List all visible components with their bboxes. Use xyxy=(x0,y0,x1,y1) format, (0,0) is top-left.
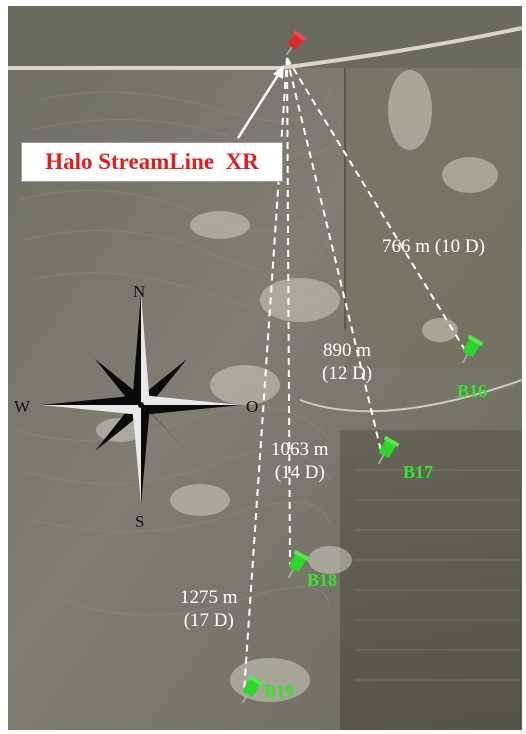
red-pushpin-icon xyxy=(285,30,307,56)
lidar-label: Halo StreamLine XR xyxy=(21,142,283,182)
distance-label-b18: 1063 m(14 D) xyxy=(271,439,329,483)
beam-b17 xyxy=(286,57,383,456)
terrain-texture xyxy=(8,6,523,730)
compass-rose-icon xyxy=(41,293,241,505)
beam-b16 xyxy=(286,57,469,356)
label-pointer-arrow xyxy=(236,65,284,139)
green-pushpin-icon xyxy=(461,335,484,364)
distance-label-b19: 1275 m(17 D) xyxy=(180,587,238,631)
turbine-label-b19: B19 xyxy=(264,681,295,701)
green-pushpin-icon xyxy=(287,550,310,579)
turbine-label-b18: B18 xyxy=(307,570,338,590)
turbine-label-b17: B17 xyxy=(403,462,434,482)
green-pushpin-icon xyxy=(377,436,400,465)
turbine-label-b16: B16 xyxy=(457,381,488,401)
beam-b19 xyxy=(243,57,288,693)
compass-east-label: O xyxy=(246,397,259,416)
compass-north-label: N xyxy=(133,282,146,301)
beam-b18 xyxy=(286,57,291,566)
beam-lines xyxy=(243,57,469,693)
distance-label-b17: 890 m(12 D) xyxy=(322,340,373,384)
compass-south-label: S xyxy=(135,512,145,531)
green-pushpin-icon xyxy=(241,675,264,704)
compass-west-label: W xyxy=(14,397,31,416)
distance-label-b16: 766 m (10 D) xyxy=(382,236,485,257)
